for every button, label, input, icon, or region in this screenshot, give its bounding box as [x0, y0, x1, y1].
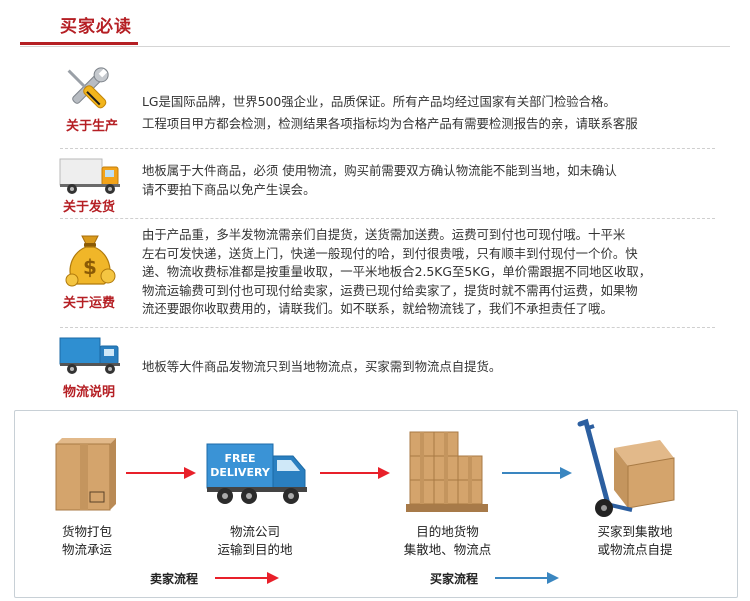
- section-freight: $ 关于运费 由于产品重，多半发物流需亲们自提货，送货需加送费。运费可到付也可现…: [0, 222, 750, 322]
- section-label-production: 关于生产: [66, 119, 119, 134]
- section-text-logistics: 地板等大件商品发物流只到当地物流点，买家需到物流点自提货。: [142, 358, 742, 377]
- hand-truck-icon: [577, 418, 675, 517]
- svg-text:$: $: [83, 255, 97, 279]
- section-logistics: 物流说明 地板等大件商品发物流只到当地物流点，买家需到物流点自提货。: [0, 330, 750, 402]
- text-line: 请不要拍下商品以免产生误会。: [142, 181, 316, 197]
- red-arrow-icon: [320, 467, 390, 479]
- cardboard-box-icon: [55, 438, 116, 511]
- flow-step-caption: 货物打包 物流承运: [61, 524, 112, 557]
- section-divider: [60, 327, 715, 328]
- section-text-freight: 由于产品重，多半发物流需亲们自提货，送货需加送费。运费可到付也可现付哦。十平米 …: [142, 226, 742, 319]
- red-arrow-icon: [126, 467, 196, 479]
- page-title: 买家必读: [60, 17, 132, 37]
- blue-truck-icon: [59, 337, 120, 374]
- header-divider: [20, 46, 730, 47]
- red-arrow-icon: [215, 572, 279, 584]
- section-label-shipping: 关于发货: [63, 200, 116, 215]
- text-line: 工程项目甲方都会检测，检测结果各项指标均为合格产品有需要检测报告的亲，请联系客服: [142, 115, 638, 131]
- delivery-flow-panel: [14, 410, 738, 598]
- section-divider: [60, 218, 715, 219]
- section-divider: [60, 148, 715, 149]
- text-line: 地板属于大件商品，必须 使用物流，购买前需要双方确认物流能不能到当地，如未确认: [142, 163, 617, 178]
- blue-arrow-icon: [502, 467, 572, 479]
- text-line: 物流运输费可到付也可现付给卖家，运费已现付给卖家了，提货时就不需再付运费，如果物: [142, 282, 638, 298]
- text-line: 递、物流收费标准都是按重量收取，一平米地板合2.5KG至5KG，单价需跟据不同地…: [142, 264, 652, 279]
- truck-text-delivery: DELIVERY: [210, 466, 271, 479]
- tools-icon: [67, 67, 109, 109]
- text-line: 由于产品重，多半发物流需亲们自提货，送货需加送费。运费可到付也可现付哦。十平米: [142, 227, 626, 242]
- truck-text-free: FREE: [224, 452, 255, 465]
- delivery-truck-icon: [59, 158, 120, 194]
- flow-step-caption: 目的地货物 集散地、物流点: [403, 524, 492, 557]
- stacked-boxes-icon: [406, 431, 488, 512]
- flow-step-caption: 买家到集散地 或物流点自提: [597, 524, 673, 557]
- free-delivery-truck-icon: FREE DELIVERY: [206, 443, 307, 504]
- text-line: 地板等大件商品发物流只到当地物流点，买家需到物流点自提货。: [142, 359, 502, 374]
- section-shipping: 关于发货 地板属于大件商品，必须 使用物流，购买前需要双方确认物流能不能到当地，…: [0, 150, 750, 215]
- page-subtitle: Buyers Reading: [65, 33, 128, 42]
- section-production: 关于生产 LG是国际品牌，世界500强企业，品质保证。所有产品均经过国家有关部门…: [0, 55, 750, 145]
- text-line: LG是国际品牌，世界500强企业，品质保证。所有产品均经过国家有关部门检验合格。: [142, 94, 616, 109]
- section-label-logistics: 物流说明: [63, 385, 116, 400]
- section-text-shipping: 地板属于大件商品，必须 使用物流，购买前需要双方确认物流能不能到当地，如未确认 …: [142, 162, 742, 199]
- seller-flow-label: 卖家流程: [150, 572, 199, 586]
- section-text-production: LG是国际品牌，世界500强企业，品质保证。所有产品均经过国家有关部门检验合格。…: [142, 93, 742, 133]
- text-line: 流还要跟你收取费用的，请联我们。如不联系，就给物流钱了，我们不承担责任了哦。: [142, 301, 613, 316]
- text-line: 左右可发快递，送货上门，快递一般现付的哈，到付很贵哦，只有顺丰到付现付一个价。快: [142, 245, 638, 261]
- buyer-flow-label: 买家流程: [430, 572, 479, 586]
- section-label-freight: 关于运费: [63, 296, 116, 311]
- flow-step-caption: 物流公司 运输到目的地: [217, 524, 293, 557]
- title-underline: [20, 42, 138, 45]
- money-bag-icon: $: [65, 235, 116, 287]
- blue-arrow-icon: [495, 572, 559, 584]
